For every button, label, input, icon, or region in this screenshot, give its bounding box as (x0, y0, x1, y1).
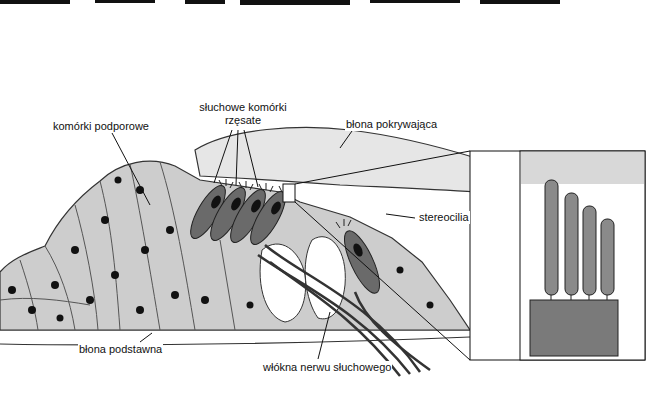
leader-lines (112, 130, 415, 359)
scan-artifact (0, 0, 560, 5)
stereocilia-label: stereocilia (418, 211, 470, 224)
basilar-membrane-label: błona podstawna (78, 343, 163, 356)
nerve-fibers (258, 245, 430, 376)
basilar-membrane (0, 330, 470, 345)
supporting-cells-label: komórki podporowe (52, 120, 150, 133)
stereocilia-inset (521, 152, 644, 356)
hair-cells (184, 179, 386, 297)
tectorial-membrane (195, 127, 476, 192)
hair-cells-label: słuchowe komórki rzęsate (192, 101, 294, 127)
nerve-fibers-label: włókna nerwu słuchowego (262, 361, 392, 374)
tectorial-membrane-label: błona pokrywająca (345, 118, 438, 131)
inset-callout (283, 151, 645, 360)
